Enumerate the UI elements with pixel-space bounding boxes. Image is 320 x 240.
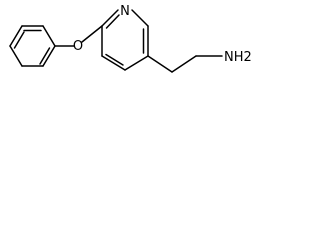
bond <box>131 9 149 27</box>
double-bond-inner <box>105 14 120 29</box>
bond <box>42 45 56 67</box>
double-bond-inner <box>13 31 25 49</box>
bond <box>81 25 103 43</box>
bond <box>9 25 23 47</box>
phenyl-ring <box>9 25 56 67</box>
bond <box>101 9 119 27</box>
ether-linkage <box>54 25 103 47</box>
bond <box>171 55 197 73</box>
bond <box>9 45 23 67</box>
bond <box>101 55 126 71</box>
aminomethyl-group <box>147 55 223 73</box>
bond <box>42 25 56 47</box>
amine-group-label: NH2 <box>224 50 252 65</box>
double-bond-inner <box>105 53 124 66</box>
bond <box>124 55 149 71</box>
oxygen-atom-label: O <box>73 39 83 54</box>
bond <box>147 55 173 73</box>
chemical-structure: N O NH2 <box>9 4 252 73</box>
pyridine-ring <box>101 9 149 71</box>
double-bond-inner <box>39 47 51 65</box>
nitrogen-atom-label: N <box>120 4 130 19</box>
